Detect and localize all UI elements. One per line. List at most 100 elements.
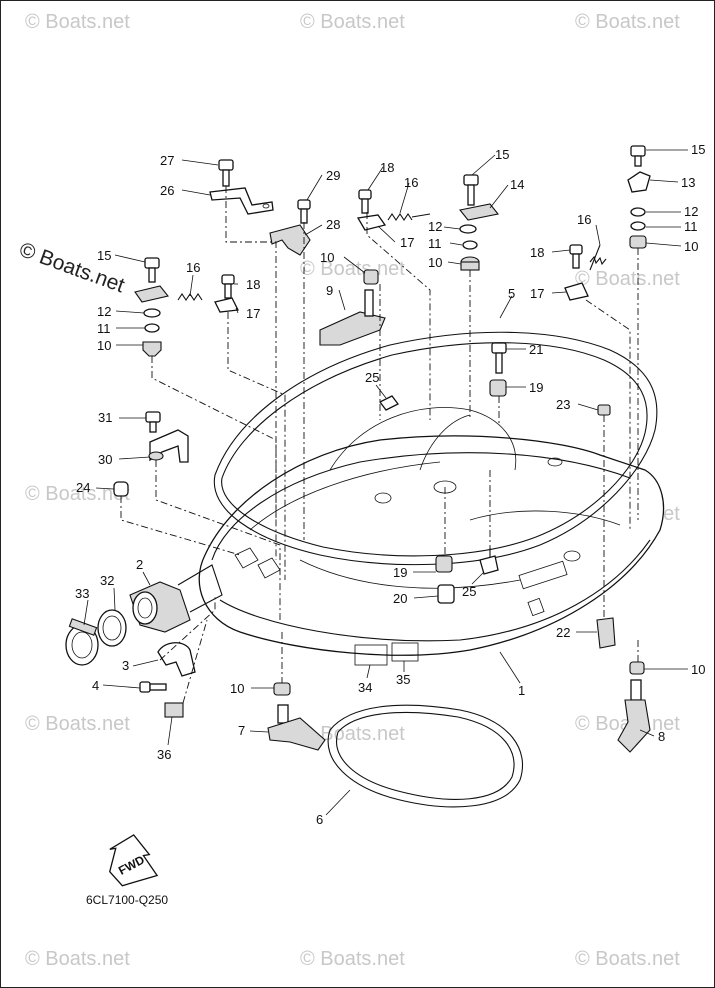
watermark: © Boats.net xyxy=(25,11,130,33)
callout-12: 12 xyxy=(684,204,698,219)
callout-16: 16 xyxy=(577,212,591,227)
lever-part-7 xyxy=(267,704,326,751)
grommet-part-10-left xyxy=(363,269,379,285)
plug-part-24 xyxy=(113,481,129,497)
callout-7: 7 xyxy=(238,723,245,738)
bottom-cowling-part-1 xyxy=(198,407,665,666)
callout-14: 14 xyxy=(510,177,524,192)
callout-labels: 27 26 29 28 18 16 17 15 14 12 11 10 15 1… xyxy=(75,142,705,827)
bolt-part-21 xyxy=(491,342,507,374)
grommet-part-10-right xyxy=(629,661,645,675)
callout-6: 6 xyxy=(316,812,323,827)
callout-11: 11 xyxy=(428,236,442,251)
hose-joint-part-2 xyxy=(129,564,223,633)
bracket-part-14 xyxy=(459,203,499,221)
callout-1: 1 xyxy=(518,683,525,698)
bracket-part-9 xyxy=(319,289,386,346)
callout-15: 15 xyxy=(97,248,111,263)
callout-28: 28 xyxy=(326,217,340,232)
callout-18: 18 xyxy=(246,277,260,292)
callout-10: 10 xyxy=(684,239,698,254)
callout-25: 25 xyxy=(462,584,476,599)
watermark: © Boats.net xyxy=(300,723,405,745)
callout-23: 23 xyxy=(556,397,570,412)
seal-part-5 xyxy=(213,331,658,566)
callout-19: 19 xyxy=(529,380,543,395)
callout-25: 25 xyxy=(365,370,379,385)
bolt-part-29 xyxy=(297,199,311,224)
bracket-part-30 xyxy=(148,429,189,463)
callout-10: 10 xyxy=(428,255,442,270)
callout-17: 17 xyxy=(530,286,544,301)
callout-12: 12 xyxy=(428,219,442,234)
diagram-code-label: 6CL7100-Q250 xyxy=(86,893,168,907)
callout-17: 17 xyxy=(400,235,414,250)
watermark: © Boats.net xyxy=(575,948,680,970)
watermark: © Boats.net xyxy=(300,11,405,33)
callout-32: 32 xyxy=(100,573,114,588)
callout-31: 31 xyxy=(98,410,112,425)
left-fastener-stack xyxy=(134,257,239,357)
callout-18: 18 xyxy=(530,245,544,260)
bolt-part-4 xyxy=(139,681,167,693)
watermark: © Boats.net xyxy=(300,258,405,280)
bolt-part-31 xyxy=(145,411,161,433)
callout-20: 20 xyxy=(393,591,407,606)
callout-22: 22 xyxy=(556,625,570,640)
callout-2: 2 xyxy=(136,557,143,572)
callout-13: 13 xyxy=(681,175,695,190)
callout-30: 30 xyxy=(98,452,112,467)
plug-part-23 xyxy=(597,404,611,416)
grommet-part-19-bottom xyxy=(435,555,453,573)
callout-33: 33 xyxy=(75,586,89,601)
callout-11: 11 xyxy=(684,219,698,234)
callout-12: 12 xyxy=(97,304,111,319)
seal-ring-part-6 xyxy=(327,704,524,808)
callout-24: 24 xyxy=(76,480,90,495)
callout-10: 10 xyxy=(230,681,244,696)
callout-4: 4 xyxy=(92,678,99,693)
watermark: © Boats.net xyxy=(25,948,130,970)
watermark: © Boats.net xyxy=(25,713,130,735)
callout-21: 21 xyxy=(529,342,543,357)
lever-part-8 xyxy=(617,679,651,753)
callout-34: 34 xyxy=(358,680,372,695)
callout-10: 10 xyxy=(97,338,111,353)
washers-center xyxy=(459,224,480,271)
bolt-part-27 xyxy=(218,159,234,187)
callout-5: 5 xyxy=(508,286,515,301)
callout-19: 19 xyxy=(393,565,407,580)
spring-part-16-top xyxy=(387,213,431,221)
grommet-part-19-top xyxy=(489,379,507,397)
callout-16: 16 xyxy=(186,260,200,275)
label-part-36 xyxy=(164,702,184,718)
callout-3: 3 xyxy=(122,658,129,673)
watermark: © Boats.net xyxy=(575,11,680,33)
screw-part-25-bottom xyxy=(479,548,499,575)
callout-10: 10 xyxy=(320,250,334,265)
hose-clamp-part-32 xyxy=(97,609,127,647)
right-spring-assembly xyxy=(564,244,607,301)
callout-26: 26 xyxy=(160,183,174,198)
leader-lines xyxy=(83,149,688,816)
bracket-part-3 xyxy=(157,642,196,677)
callout-8: 8 xyxy=(658,729,665,744)
watermark-dark: © Boats.net xyxy=(16,238,127,297)
screw-part-25-top xyxy=(379,395,399,411)
callout-18: 18 xyxy=(380,160,394,175)
watermark: © Boats.net xyxy=(300,948,405,970)
bracket-part-26 xyxy=(209,187,274,215)
grommet-part-10-bottom xyxy=(273,682,291,696)
bolt-part-20 xyxy=(437,584,455,604)
bracket-part-28 xyxy=(269,224,311,256)
callout-16: 16 xyxy=(404,175,418,190)
fwd-arrow: FWD xyxy=(109,834,159,887)
callout-27: 27 xyxy=(160,153,174,168)
hose-clamp-part-33 xyxy=(65,618,99,666)
bolt-part-18-top xyxy=(358,189,372,214)
callout-9: 9 xyxy=(326,283,333,298)
callout-17: 17 xyxy=(246,306,260,321)
watermark: © Boats.net xyxy=(575,268,680,290)
